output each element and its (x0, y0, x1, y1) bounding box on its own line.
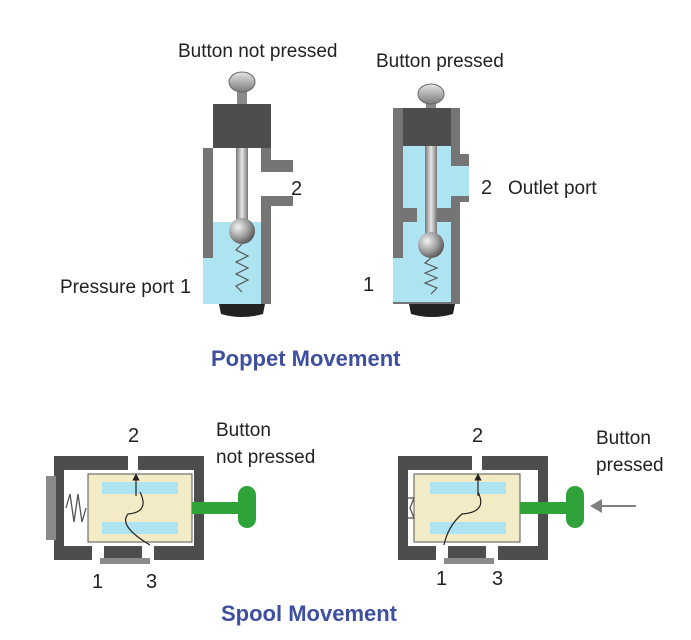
spool-movement-title: Spool Movement (221, 601, 398, 626)
spool-groove (430, 482, 506, 494)
actuator-rod (192, 502, 242, 514)
push-button (238, 486, 256, 528)
port-2-label: 2 (291, 178, 302, 200)
caption-button-pressed: Button pressed (376, 51, 504, 72)
valve-stem (425, 146, 437, 238)
poppet-valve-pressed: Button pressed 2 Outlet port 1 (363, 51, 597, 317)
valve-base (219, 304, 265, 317)
port-1-label: 1 (180, 276, 191, 298)
push-button (566, 486, 584, 528)
port-3-label: 3 (492, 568, 503, 590)
port-3-opening (486, 546, 498, 560)
poppet-ball (418, 232, 444, 258)
spring-icon (408, 497, 415, 519)
housing-foot (100, 558, 150, 564)
port-2-label: 2 (472, 425, 483, 447)
end-cap (46, 476, 56, 540)
button-stem-top (237, 86, 247, 106)
port-1-label: 1 (363, 274, 374, 296)
push-button-knob (417, 83, 445, 105)
caption-line-1: Button (216, 420, 271, 441)
spool-groove (102, 482, 178, 494)
spring-icon (65, 493, 87, 523)
valve-stem (236, 148, 248, 220)
port-2-label: 2 (128, 425, 139, 447)
valve-cavity (213, 148, 293, 222)
valve-cap (403, 108, 451, 146)
caption-button-not-pressed: Button not pressed (178, 41, 338, 62)
port-1-opening (92, 546, 104, 560)
actuator-rod (520, 502, 574, 514)
spring-icon (234, 243, 250, 293)
port-3-opening (142, 546, 154, 560)
caption-line-2: not pressed (216, 447, 315, 468)
push-button-knob (228, 71, 256, 93)
pressure-port-label: Pressure port (60, 277, 175, 298)
port-2-label: 2 (481, 177, 492, 199)
spool-valve-not-pressed: Button not pressed 2 1 3 (46, 420, 315, 593)
valve-seat (403, 208, 417, 222)
flow-path (443, 491, 482, 546)
port-2-opening (128, 456, 138, 470)
spool-groove (430, 522, 506, 534)
pressure-inlet (203, 258, 213, 304)
port-1-label: 1 (92, 571, 103, 593)
flow-path (125, 491, 151, 546)
spool-groove (102, 522, 178, 534)
valve-cap (213, 104, 271, 148)
port-1-label: 1 (436, 568, 447, 590)
poppet-ball (229, 218, 255, 244)
housing-foot (444, 558, 494, 564)
caption-line-2: pressed (596, 455, 664, 476)
valve-base (409, 304, 455, 317)
port-2-opening (472, 456, 482, 470)
pressure-inlet (393, 258, 403, 302)
poppet-valve-not-pressed: Button not pressed 2 Pressure port 1 (60, 41, 338, 317)
spring-icon (423, 257, 439, 295)
caption-line-1: Button (596, 428, 651, 449)
poppet-movement-title: Poppet Movement (211, 346, 401, 371)
spool-valve-pressed: Button pressed 2 1 3 (398, 425, 664, 590)
valve-seat (437, 208, 451, 222)
port-1-opening (436, 546, 448, 560)
outlet-port-label: Outlet port (508, 178, 597, 199)
push-arrow-icon (590, 499, 602, 513)
port-3-label: 3 (146, 571, 157, 593)
